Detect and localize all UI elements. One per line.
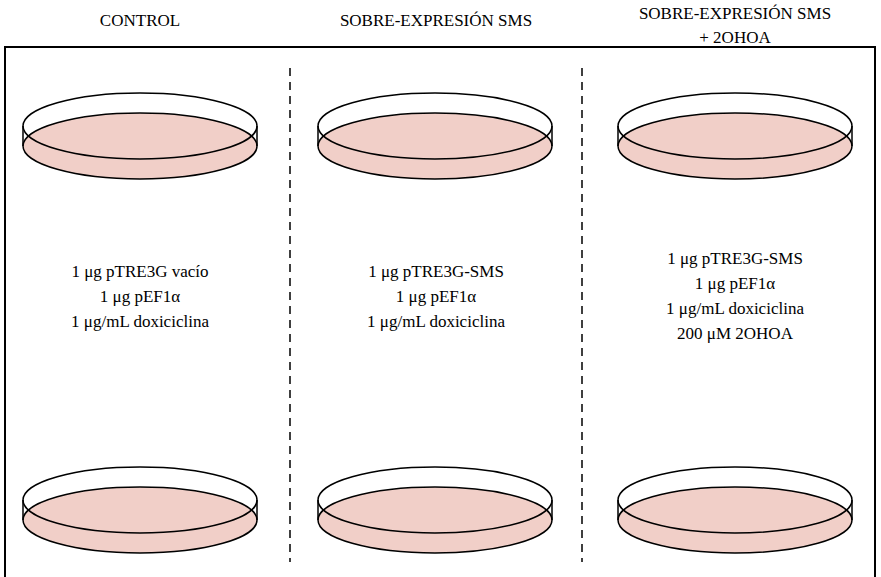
- column-divider: [289, 68, 291, 562]
- condition-line: 1 μg/mL doxiciclina: [367, 310, 505, 334]
- petri-dish: [23, 467, 257, 553]
- dish-medium: [318, 113, 552, 179]
- dish-medium: [23, 113, 257, 179]
- dish-medium: [618, 487, 852, 553]
- condition-line: 1 μg/mL doxiciclina: [71, 310, 209, 334]
- dish-rim: [23, 467, 257, 533]
- petri-dish: [23, 93, 257, 179]
- condition-line: 1 μg pTRE3G-SMS: [368, 260, 504, 284]
- petri-dish: [318, 93, 552, 179]
- dish-medium: [23, 487, 257, 553]
- dish-rim: [318, 467, 552, 533]
- outer-frame: [5, 47, 875, 577]
- dish-medium: [618, 113, 852, 179]
- petri-dish: [618, 467, 852, 553]
- dish-medium: [318, 487, 552, 553]
- condition-line: 200 μM 2OHOA: [677, 322, 793, 346]
- condition-line: 1 μg pEF1α: [695, 272, 775, 296]
- condition-line: 1 μg pEF1α: [100, 285, 180, 309]
- column-divider: [581, 68, 583, 562]
- dish-rim: [318, 93, 552, 159]
- condition-line: 1 μg pEF1α: [396, 285, 476, 309]
- column-header: CONTROL: [100, 9, 180, 33]
- dish-rim: [618, 93, 852, 159]
- condition-line: 1 μg/mL doxiciclina: [666, 297, 804, 321]
- petri-dish: [318, 467, 552, 553]
- condition-line: 1 μg pTRE3G vacío: [71, 260, 208, 284]
- condition-line: 1 μg pTRE3G-SMS: [667, 247, 803, 271]
- dish-rim: [618, 467, 852, 533]
- column-header: SOBRE-EXPRESIÓN SMS + 2OHOA: [635, 2, 835, 50]
- petri-dish: [618, 93, 852, 179]
- column-header: SOBRE-EXPRESIÓN SMS: [340, 9, 532, 33]
- dish-rim: [23, 93, 257, 159]
